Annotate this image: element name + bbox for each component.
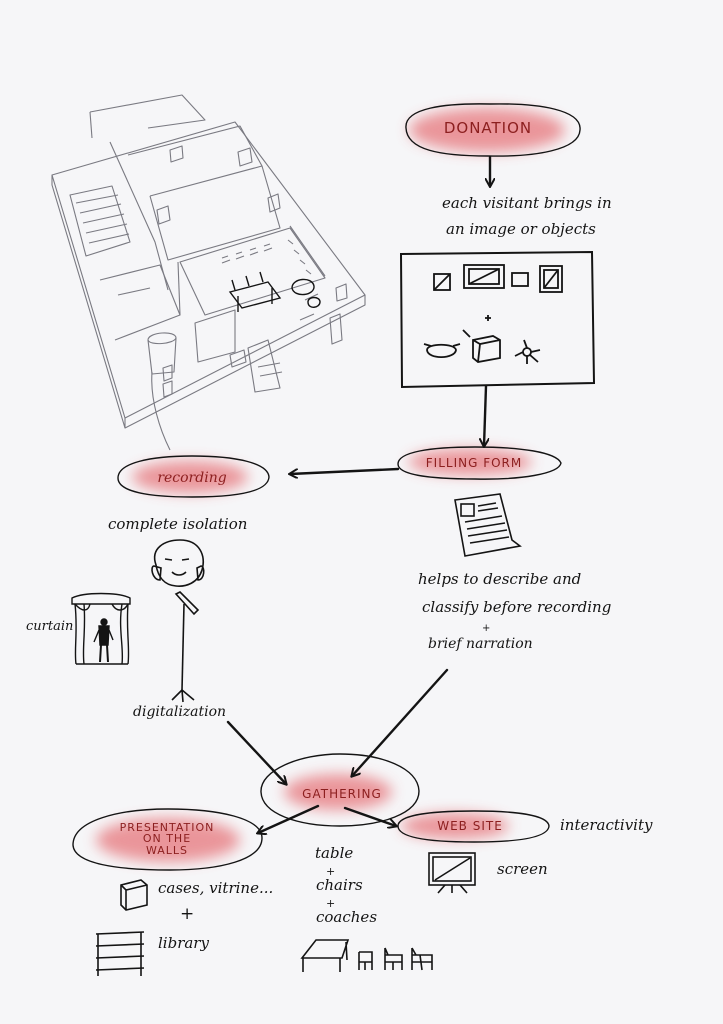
web-site-outline (397, 810, 550, 843)
presentation-node: PRESENTATION ON THE WALLS (92, 814, 242, 864)
flow-arrows (226, 155, 490, 833)
note-interactivity: interactivity (560, 816, 653, 834)
building-furniture-sketch (228, 271, 321, 312)
curtain-booth-sketch (71, 592, 131, 665)
note-complete-isolation: complete isolation (108, 515, 248, 533)
note-plus-3: + (180, 904, 195, 924)
note-helps-to: helps to describe and (418, 570, 582, 588)
arrow-gathering-to-website (343, 806, 396, 826)
note-cases-vitrine: cases, vitrine... (158, 879, 274, 897)
arrow-form-to-recording (290, 467, 400, 474)
objects-box-sketch (399, 250, 596, 389)
node-outlines (72, 103, 581, 871)
note-screen: screen (497, 860, 548, 878)
note-plus-1: + (326, 865, 336, 878)
vitrine-shelf-sketch (95, 879, 148, 976)
web-site-label: WEB SITE (437, 818, 503, 833)
filling-form-node: FILLING FORM (414, 452, 534, 474)
recording-label: recording (157, 469, 227, 486)
filling-form-label: FILLING FORM (425, 455, 523, 470)
recording-outline (117, 455, 270, 498)
note-brief-narration: brief narration (428, 636, 533, 652)
donation-node: DONATION (420, 112, 556, 146)
web-site-node: WEB SITE (405, 815, 535, 837)
note-curtain: curtain (26, 619, 74, 634)
arrow-box-to-form (484, 384, 486, 446)
note-an-image: an image or objects (446, 220, 596, 238)
gathering-outline (260, 753, 420, 827)
presentation-label-line1: PRESENTATION (119, 820, 215, 834)
gathering-node: GATHERING (272, 782, 412, 806)
listener-sketch (151, 539, 205, 703)
donation-label: DONATION (443, 119, 533, 138)
arrow-gathering-to-presentation (258, 804, 320, 833)
recording-node: recording (128, 464, 256, 492)
note-plus-2: + (326, 897, 336, 910)
screen-sketch (428, 852, 476, 894)
note-each-visitant: each visitant brings in (442, 194, 612, 212)
filling-form-outline (397, 446, 562, 480)
arrow-notes-to-gathering (352, 668, 449, 776)
donation-outline (405, 103, 581, 157)
note-classify: classify before recording (422, 598, 612, 616)
note-table: table (315, 844, 354, 862)
note-digitalization: digitalization (133, 704, 227, 720)
table-chairs-sketch (300, 939, 433, 972)
form-sheet-sketch (454, 493, 522, 557)
gathering-label: GATHERING (302, 786, 382, 801)
note-chairs: chairs (316, 876, 363, 894)
arrow-digitalization-to-gathering (226, 720, 286, 784)
note-coaches: coaches (316, 908, 378, 926)
presentation-label-line3: WALLS (145, 843, 189, 857)
presentation-label-line2: ON THE (142, 832, 192, 846)
note-plus-small: + (482, 623, 491, 634)
presentation-outline (72, 808, 263, 871)
highlight-marks (96, 108, 565, 862)
building-sketch (51, 94, 366, 451)
note-library: library (158, 934, 209, 952)
